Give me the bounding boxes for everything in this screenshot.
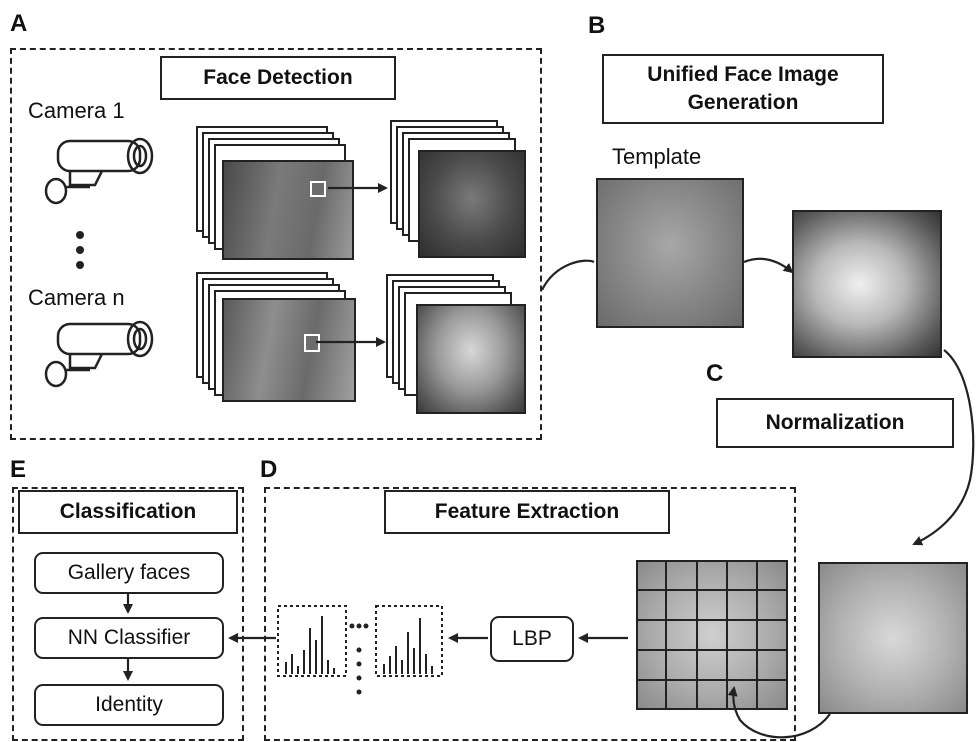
gallery-faces-box: Gallery faces <box>34 552 224 594</box>
panel-a-face-detection <box>10 48 542 440</box>
face-detection-title: Face Detection <box>160 56 396 100</box>
panel-letter-c: C <box>706 360 724 387</box>
unified-face-image-title: Unified Face Image Generation <box>602 54 884 124</box>
panel-letter-e: E <box>10 456 27 483</box>
classification-title: Classification <box>18 490 238 534</box>
panel-letter-b: B <box>588 12 606 39</box>
template-label: Template <box>612 144 702 169</box>
panel-d-feature-extraction <box>264 487 796 741</box>
grid-divided-face-image <box>636 560 788 710</box>
panel-letter-d: D <box>260 456 278 483</box>
panel-letter-a: A <box>10 10 28 37</box>
feature-extraction-title: Feature Extraction <box>384 490 670 534</box>
lbp-box: LBP <box>490 616 574 662</box>
identity-box: Identity <box>34 684 224 726</box>
camera-n-label: Camera n <box>28 285 125 310</box>
template-face-image <box>596 178 744 328</box>
panel-e-classification <box>12 487 244 741</box>
camera-1-label: Camera 1 <box>28 98 125 123</box>
nn-classifier-box: NN Classifier <box>34 617 224 659</box>
normalized-face-image <box>818 562 968 714</box>
normalization-title: Normalization <box>716 398 954 448</box>
unified-face-image <box>792 210 942 358</box>
